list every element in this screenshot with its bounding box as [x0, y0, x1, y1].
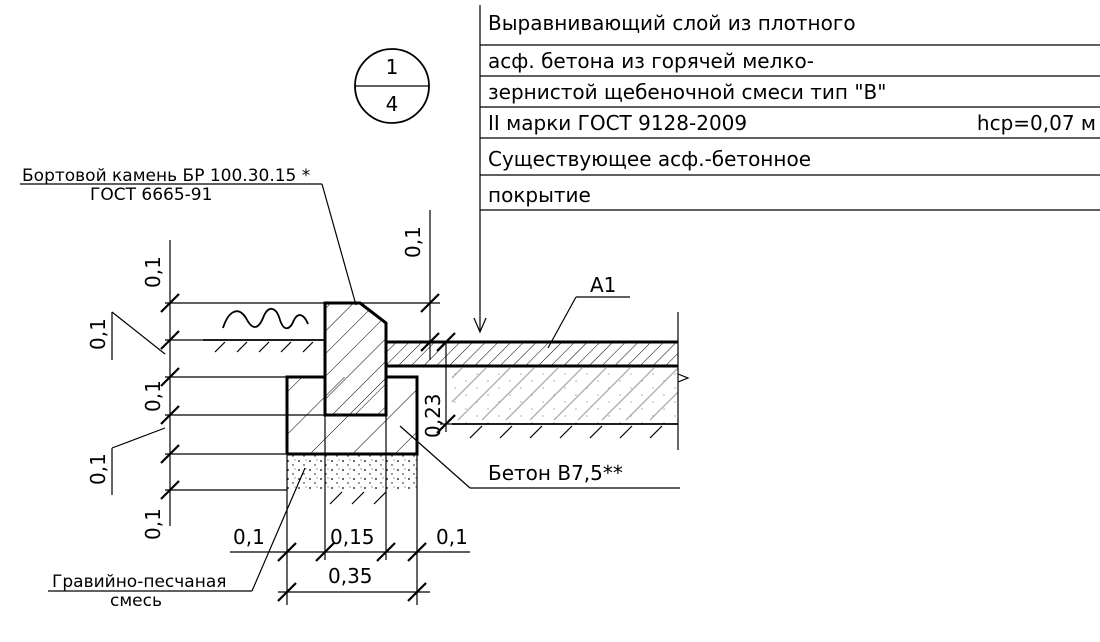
left-dimension-chain: 0,1 0,1 0,1 0,1 0,1 — [86, 240, 325, 540]
dim-left-4: 0,1 — [86, 453, 110, 485]
curb-stone — [323, 301, 388, 417]
dim-left-1: 0,1 — [141, 256, 165, 288]
legend-line-5: Существующее асф.-бетонное — [488, 147, 811, 171]
curb-label-line1: Бортовой камень БР 100.30.15 * — [22, 166, 310, 186]
legend-line-3: зернистой щебеночной смеси тип "В" — [488, 80, 886, 104]
bottom-dimension-chains: 0,1 0,15 0,1 0,35 — [230, 415, 470, 605]
gravel-bed — [286, 454, 418, 505]
top-right-dimension: 0,1 — [360, 210, 440, 360]
dim-left-2: 0,1 — [86, 318, 110, 350]
layer-legend: Выравнивающий слой из плотного асф. бето… — [473, 5, 1100, 334]
dim-bottom-1: 0,1 — [233, 525, 265, 549]
section-mark-bottom: 4 — [386, 92, 399, 116]
ref-label-a1: А1 — [547, 273, 630, 349]
concrete-label-text: Бетон В7,5** — [488, 461, 623, 485]
curb-label: Бортовой камень БР 100.30.15 * ГОСТ 6665… — [20, 166, 357, 306]
gravel-label: Гравийно-песчаная смесь — [48, 467, 306, 611]
legend-line-4: II марки ГОСТ 9128-2009 — [488, 111, 747, 135]
gravel-label-line1: Гравийно-песчаная — [52, 572, 226, 592]
legend-line-6: покрытие — [488, 183, 591, 207]
section-mark: 1 4 — [354, 48, 430, 124]
section-mark-top: 1 — [386, 55, 399, 79]
concrete-label: Бетон В7,5** — [399, 425, 680, 489]
dim-left-5: 0,1 — [141, 508, 165, 540]
roadway-layers — [386, 312, 690, 450]
curb-label-line2: ГОСТ 6665-91 — [90, 185, 212, 205]
sidewalk-ground — [203, 307, 325, 353]
legend-line-1: Выравнивающий слой из плотного — [488, 11, 856, 35]
dim-bottom-total: 0,35 — [328, 564, 373, 588]
dim-top-right: 0,1 — [401, 226, 425, 258]
layer-thickness: hср=0,07 м — [977, 111, 1096, 135]
gravel-label-line2: смесь — [110, 591, 162, 611]
dim-left-3: 0,1 — [141, 380, 165, 412]
dim-right-depth: 0,23 — [421, 393, 445, 438]
dim-bottom-3: 0,1 — [436, 525, 468, 549]
legend-line-2: асф. бетона из горячей мелко- — [488, 49, 814, 73]
dim-bottom-2: 0,15 — [330, 525, 375, 549]
right-depth-dimension: 0,23 — [421, 332, 456, 438]
ref-label-text: А1 — [590, 273, 616, 297]
